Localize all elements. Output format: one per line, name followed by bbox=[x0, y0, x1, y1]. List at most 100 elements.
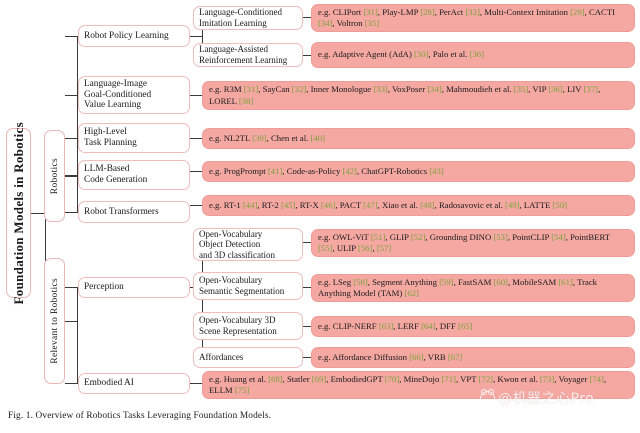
citation-ref: [55] bbox=[318, 243, 333, 253]
connector-segmentation-example bbox=[303, 287, 312, 288]
connector-policy-stub bbox=[190, 36, 203, 37]
node-label: Language-Assisted Reinforcement Learning bbox=[199, 44, 288, 65]
citation-ref: [57] bbox=[376, 243, 392, 253]
connector-to-policy bbox=[65, 36, 78, 37]
connector-to-planning bbox=[65, 138, 78, 139]
level1-label-relevant-to-robotics: Relevant to Robotics bbox=[49, 278, 60, 364]
example-text: e.g. ProgPrompt [41], Code-as-Policy [42… bbox=[209, 165, 444, 176]
node-label: Language-Image Goal-Conditioned Value Le… bbox=[84, 78, 152, 111]
example-box-scene-representation: e.g. CLIP-NERF [63], LERF [64], DFF [65] bbox=[311, 316, 635, 337]
citation-ref: [71] bbox=[441, 373, 456, 384]
node-affordances: Affordances bbox=[193, 347, 303, 368]
citation-ref: [60] bbox=[493, 276, 508, 287]
connector-robotics-spine bbox=[77, 36, 78, 212]
citation-ref: [56] bbox=[357, 243, 373, 253]
citation-ref: [38] bbox=[238, 95, 254, 106]
citation-ref: [62] bbox=[404, 288, 419, 298]
example-text: e.g. LSeg [58], Segment Anything [59], F… bbox=[318, 276, 598, 298]
node-llm-based-code-generation: LLM-Based Code Generation bbox=[78, 160, 190, 190]
root-node: Foundation Models in Robotics bbox=[6, 122, 31, 304]
citation-ref: [33] bbox=[373, 84, 388, 95]
citation-ref: [36] bbox=[548, 84, 563, 95]
node-label: Affordances bbox=[199, 352, 244, 363]
level1-label-robotics: Robotics bbox=[49, 157, 60, 195]
example-box-embodied-ai: e.g. Huang et al. [68], Statler [69], Em… bbox=[202, 371, 635, 399]
example-box-code-generation: e.g. ProgPrompt [41], Code-as-Policy [42… bbox=[202, 161, 635, 182]
citation-ref: [65] bbox=[458, 320, 473, 331]
node-label: Robot Policy Learning bbox=[84, 30, 169, 41]
citation-ref: [52] bbox=[410, 231, 426, 242]
citation-ref: [28] bbox=[420, 6, 435, 17]
citation-ref: [64] bbox=[421, 320, 436, 331]
node-language-image-goal-conditioned-value-learning: Language-Image Goal-Conditioned Value Le… bbox=[78, 76, 190, 114]
node-open-vocabulary-object-detection: Open-Vocabulary Object Detection and 3D … bbox=[193, 228, 303, 261]
node-label: Embodied AI bbox=[84, 378, 134, 389]
citation-ref: [31] bbox=[243, 84, 259, 95]
node-label: Open-Vocabulary Object Detection and 3D … bbox=[199, 228, 275, 260]
connector-scene3d-example bbox=[303, 326, 312, 327]
citation-ref: [74] bbox=[589, 373, 605, 384]
connector-relevant-spine bbox=[77, 287, 78, 383]
citation-ref: [45] bbox=[280, 199, 296, 210]
citation-ref: [31] bbox=[363, 6, 378, 17]
connector-planning-example bbox=[190, 138, 203, 139]
citation-ref: [42] bbox=[342, 165, 357, 176]
citation-ref: [66] bbox=[409, 351, 424, 362]
connector-root-spine bbox=[45, 176, 46, 321]
citation-ref: [32] bbox=[291, 84, 307, 95]
connector-transformers-example bbox=[190, 205, 203, 206]
citation-ref: [53] bbox=[493, 231, 508, 242]
example-box-language-assisted-reinforcement-learning: e.g. Adaptive Agent (AdA) [30], Palo et … bbox=[311, 42, 635, 68]
citation-ref: [35] bbox=[513, 84, 529, 95]
example-text: e.g. Huang et al. [68], Statler [69], Em… bbox=[209, 373, 607, 395]
citation-ref: [35] bbox=[364, 18, 380, 28]
node-open-vocabulary-3d-scene-representation: Open-Vocabulary 3D Scene Representation bbox=[193, 312, 303, 340]
connector-to-transformers bbox=[65, 212, 78, 213]
citation-ref: [47] bbox=[363, 199, 378, 210]
node-language-conditioned-imitation-learning: Language-Conditioned Imitation Learning bbox=[193, 6, 303, 30]
connector-root-stub bbox=[31, 213, 45, 214]
root-node-label: Foundation Models in Robotics bbox=[10, 121, 26, 305]
citation-ref: [73] bbox=[539, 373, 555, 384]
citation-ref: [68] bbox=[268, 373, 283, 384]
example-text: e.g. CLIP-NERF [63], LERF [64], DFF [65] bbox=[318, 320, 473, 331]
example-text: e.g. NL2TL [39], Chen et al. [40] bbox=[209, 132, 325, 143]
node-perception: Perception bbox=[78, 277, 190, 298]
example-box-robot-transformers: e.g. RT-1 [44], RT-2 [45], RT-X [46], PA… bbox=[202, 195, 635, 216]
citation-ref: [69] bbox=[311, 373, 327, 384]
citation-ref: [44] bbox=[242, 199, 258, 210]
node-robot-policy-learning: Robot Policy Learning bbox=[78, 25, 190, 47]
citation-ref: [63] bbox=[378, 320, 394, 331]
connector-to-codegen bbox=[65, 175, 78, 176]
example-box-object-detection: e.g. OWL-ViT [51], GLIP [52], Grounding … bbox=[311, 229, 635, 257]
example-text: e.g. RT-1 [44], RT-2 [45], RT-X [46], PA… bbox=[209, 199, 568, 210]
citation-ref: [48] bbox=[420, 199, 435, 210]
example-text: e.g. Adaptive Agent (AdA) [30], Palo et … bbox=[318, 49, 485, 60]
citation-ref: [43] bbox=[429, 165, 444, 176]
citation-ref: [32] bbox=[465, 6, 480, 17]
example-box-affordances: e.g. Affordance Diffusion [66], VRB [67] bbox=[311, 347, 635, 368]
connector-relevant-stub bbox=[65, 321, 77, 322]
node-label: Open-Vocabulary Semantic Segmentation bbox=[199, 275, 285, 296]
node-embodied-ai: Embodied AI bbox=[78, 373, 190, 394]
citation-ref: [34] bbox=[427, 84, 442, 95]
connector-lcil-example bbox=[303, 17, 312, 18]
connector-to-value bbox=[65, 95, 78, 96]
citation-ref: [67] bbox=[447, 351, 463, 362]
citation-ref: [46] bbox=[320, 199, 336, 210]
connector-detection-example bbox=[303, 242, 312, 243]
node-language-assisted-reinforcement-learning: Language-Assisted Reinforcement Learning bbox=[193, 43, 303, 67]
node-robot-transformers: Robot Transformers bbox=[78, 201, 190, 223]
node-label: Language-Conditioned Imitation Learning bbox=[199, 7, 282, 28]
example-box-language-conditioned-imitation-learning: e.g. CLIPort [31], Play-LMP [28], PerAct… bbox=[311, 4, 635, 32]
citation-ref: [75] bbox=[234, 385, 250, 395]
citation-ref: [61] bbox=[558, 276, 573, 287]
citation-ref: [36] bbox=[469, 49, 485, 60]
citation-ref: [72] bbox=[478, 373, 494, 384]
connector-to-perception bbox=[65, 287, 78, 288]
citation-ref: [59] bbox=[439, 276, 454, 287]
connector-affordances-example bbox=[303, 357, 312, 358]
level1-node-robotics: Robotics bbox=[44, 130, 65, 222]
citation-ref: [39] bbox=[252, 132, 267, 143]
